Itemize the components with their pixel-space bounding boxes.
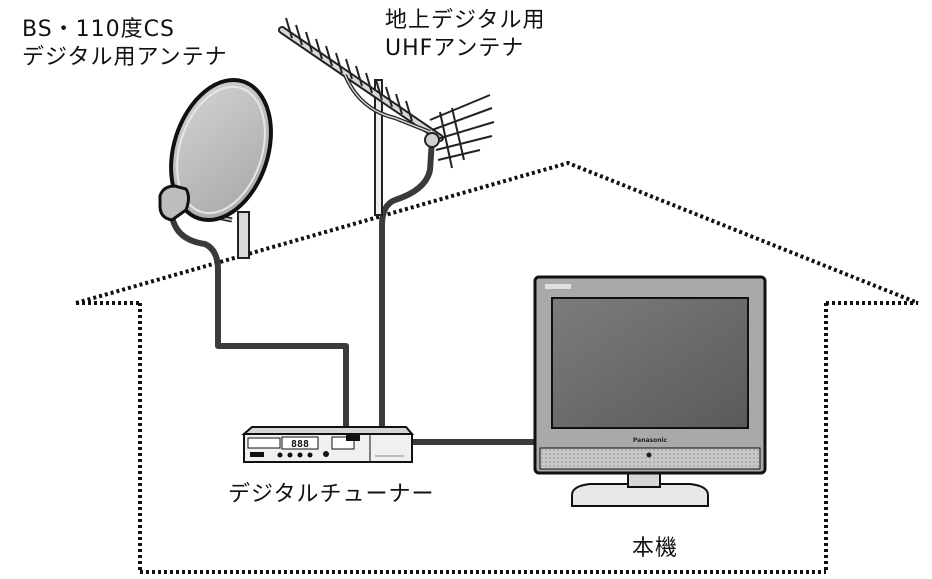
tv-badge (545, 284, 571, 289)
uhf-elements (285, 17, 413, 122)
tv-brand: Panasonic (633, 437, 668, 444)
bs-cable (169, 213, 349, 435)
uhf-antenna-label-line1: 地上デジタル用 (385, 8, 546, 33)
house-outline (75, 160, 919, 574)
bs-antenna-label-line2: デジタル用アンテナ (22, 45, 228, 70)
uhf-cable (379, 137, 435, 435)
uhf-antenna-label-line2: UHFアンテナ (385, 36, 525, 61)
tv-speaker-grille (539, 447, 761, 470)
uhf-connector (424, 132, 440, 148)
tuner-logo-box (346, 435, 360, 441)
tuner-button-2 (287, 452, 293, 458)
tuner-display: 888 (291, 439, 309, 450)
tv-set: Panasonic (533, 275, 767, 507)
tuner-button-3 (297, 452, 303, 458)
dish-mast (237, 211, 250, 259)
tuner-top (241, 426, 415, 435)
tv-label: 本機 (632, 536, 679, 561)
bs-antenna-label-line1: BS・110度CS (22, 17, 175, 42)
tuner-label: デジタルチューナー (228, 482, 435, 507)
tv-stand-base (571, 483, 709, 507)
tv-power-indicator (646, 452, 652, 458)
bs-dish-antenna (158, 78, 273, 259)
tv-screen (551, 297, 749, 429)
dish-reflector (169, 78, 273, 222)
cables (169, 137, 538, 445)
uhf-reflector (429, 94, 495, 169)
uhf-yagi-antenna (278, 17, 495, 216)
tuner-card-slot (250, 452, 264, 457)
digital-tuner: 888 (241, 426, 415, 463)
dish-lnb (158, 184, 190, 222)
bs-antenna-label: BS・110度CS デジタル用アンテナ (22, 16, 228, 72)
tuner-button-5 (323, 451, 329, 457)
tuner-button-4 (307, 452, 313, 458)
uhf-antenna-label: 地上デジタル用 UHFアンテナ (385, 7, 546, 63)
tuner-display-window (281, 436, 319, 450)
tuner-button-1 (277, 452, 283, 458)
uhf-mast (374, 79, 383, 216)
tuner-panel-left (247, 437, 281, 449)
